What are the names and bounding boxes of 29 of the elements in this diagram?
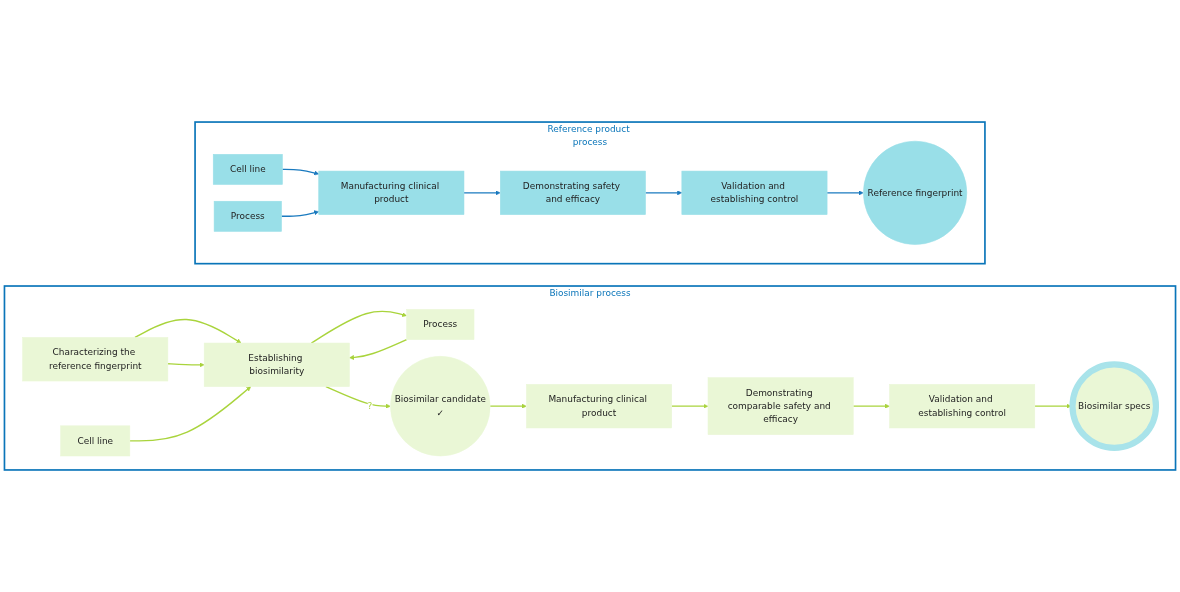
edge-label: ? <box>367 400 373 412</box>
node-box: Process <box>406 309 475 340</box>
node-box: Validation and establishing control <box>889 384 1036 429</box>
node-box: Cell line <box>212 154 283 185</box>
node-box: Process <box>213 200 282 232</box>
arrow <box>325 385 391 409</box>
node-box: Demonstrating comparable safety and efficacy <box>707 377 854 435</box>
arrow <box>349 338 408 360</box>
node-box: Manufacturing clinical product <box>318 170 465 215</box>
arrow <box>826 190 864 196</box>
node-box: Validation and establishing control <box>681 170 828 215</box>
arrow <box>852 403 890 409</box>
node-box: Demonstrating safety and efficacy <box>500 170 646 215</box>
arrow <box>280 210 319 217</box>
node-circle: Reference fingerprint <box>863 140 968 245</box>
arrow <box>463 190 501 196</box>
arrow <box>644 190 683 196</box>
node-box: Manufacturing clinical product <box>526 384 672 429</box>
node-box: Establishing biosimilarity <box>203 342 350 387</box>
arrow <box>489 403 527 409</box>
arrow <box>671 403 709 409</box>
arrow <box>310 310 407 344</box>
arrow <box>129 386 252 442</box>
node-box: Cell line <box>60 425 131 457</box>
arrow <box>281 168 319 176</box>
node-box: Characterizing the reference fingerprint <box>22 337 169 382</box>
arrow <box>134 318 242 344</box>
arrow <box>167 362 205 368</box>
node-circle: Biosimilar candidate ✓ <box>390 356 491 457</box>
